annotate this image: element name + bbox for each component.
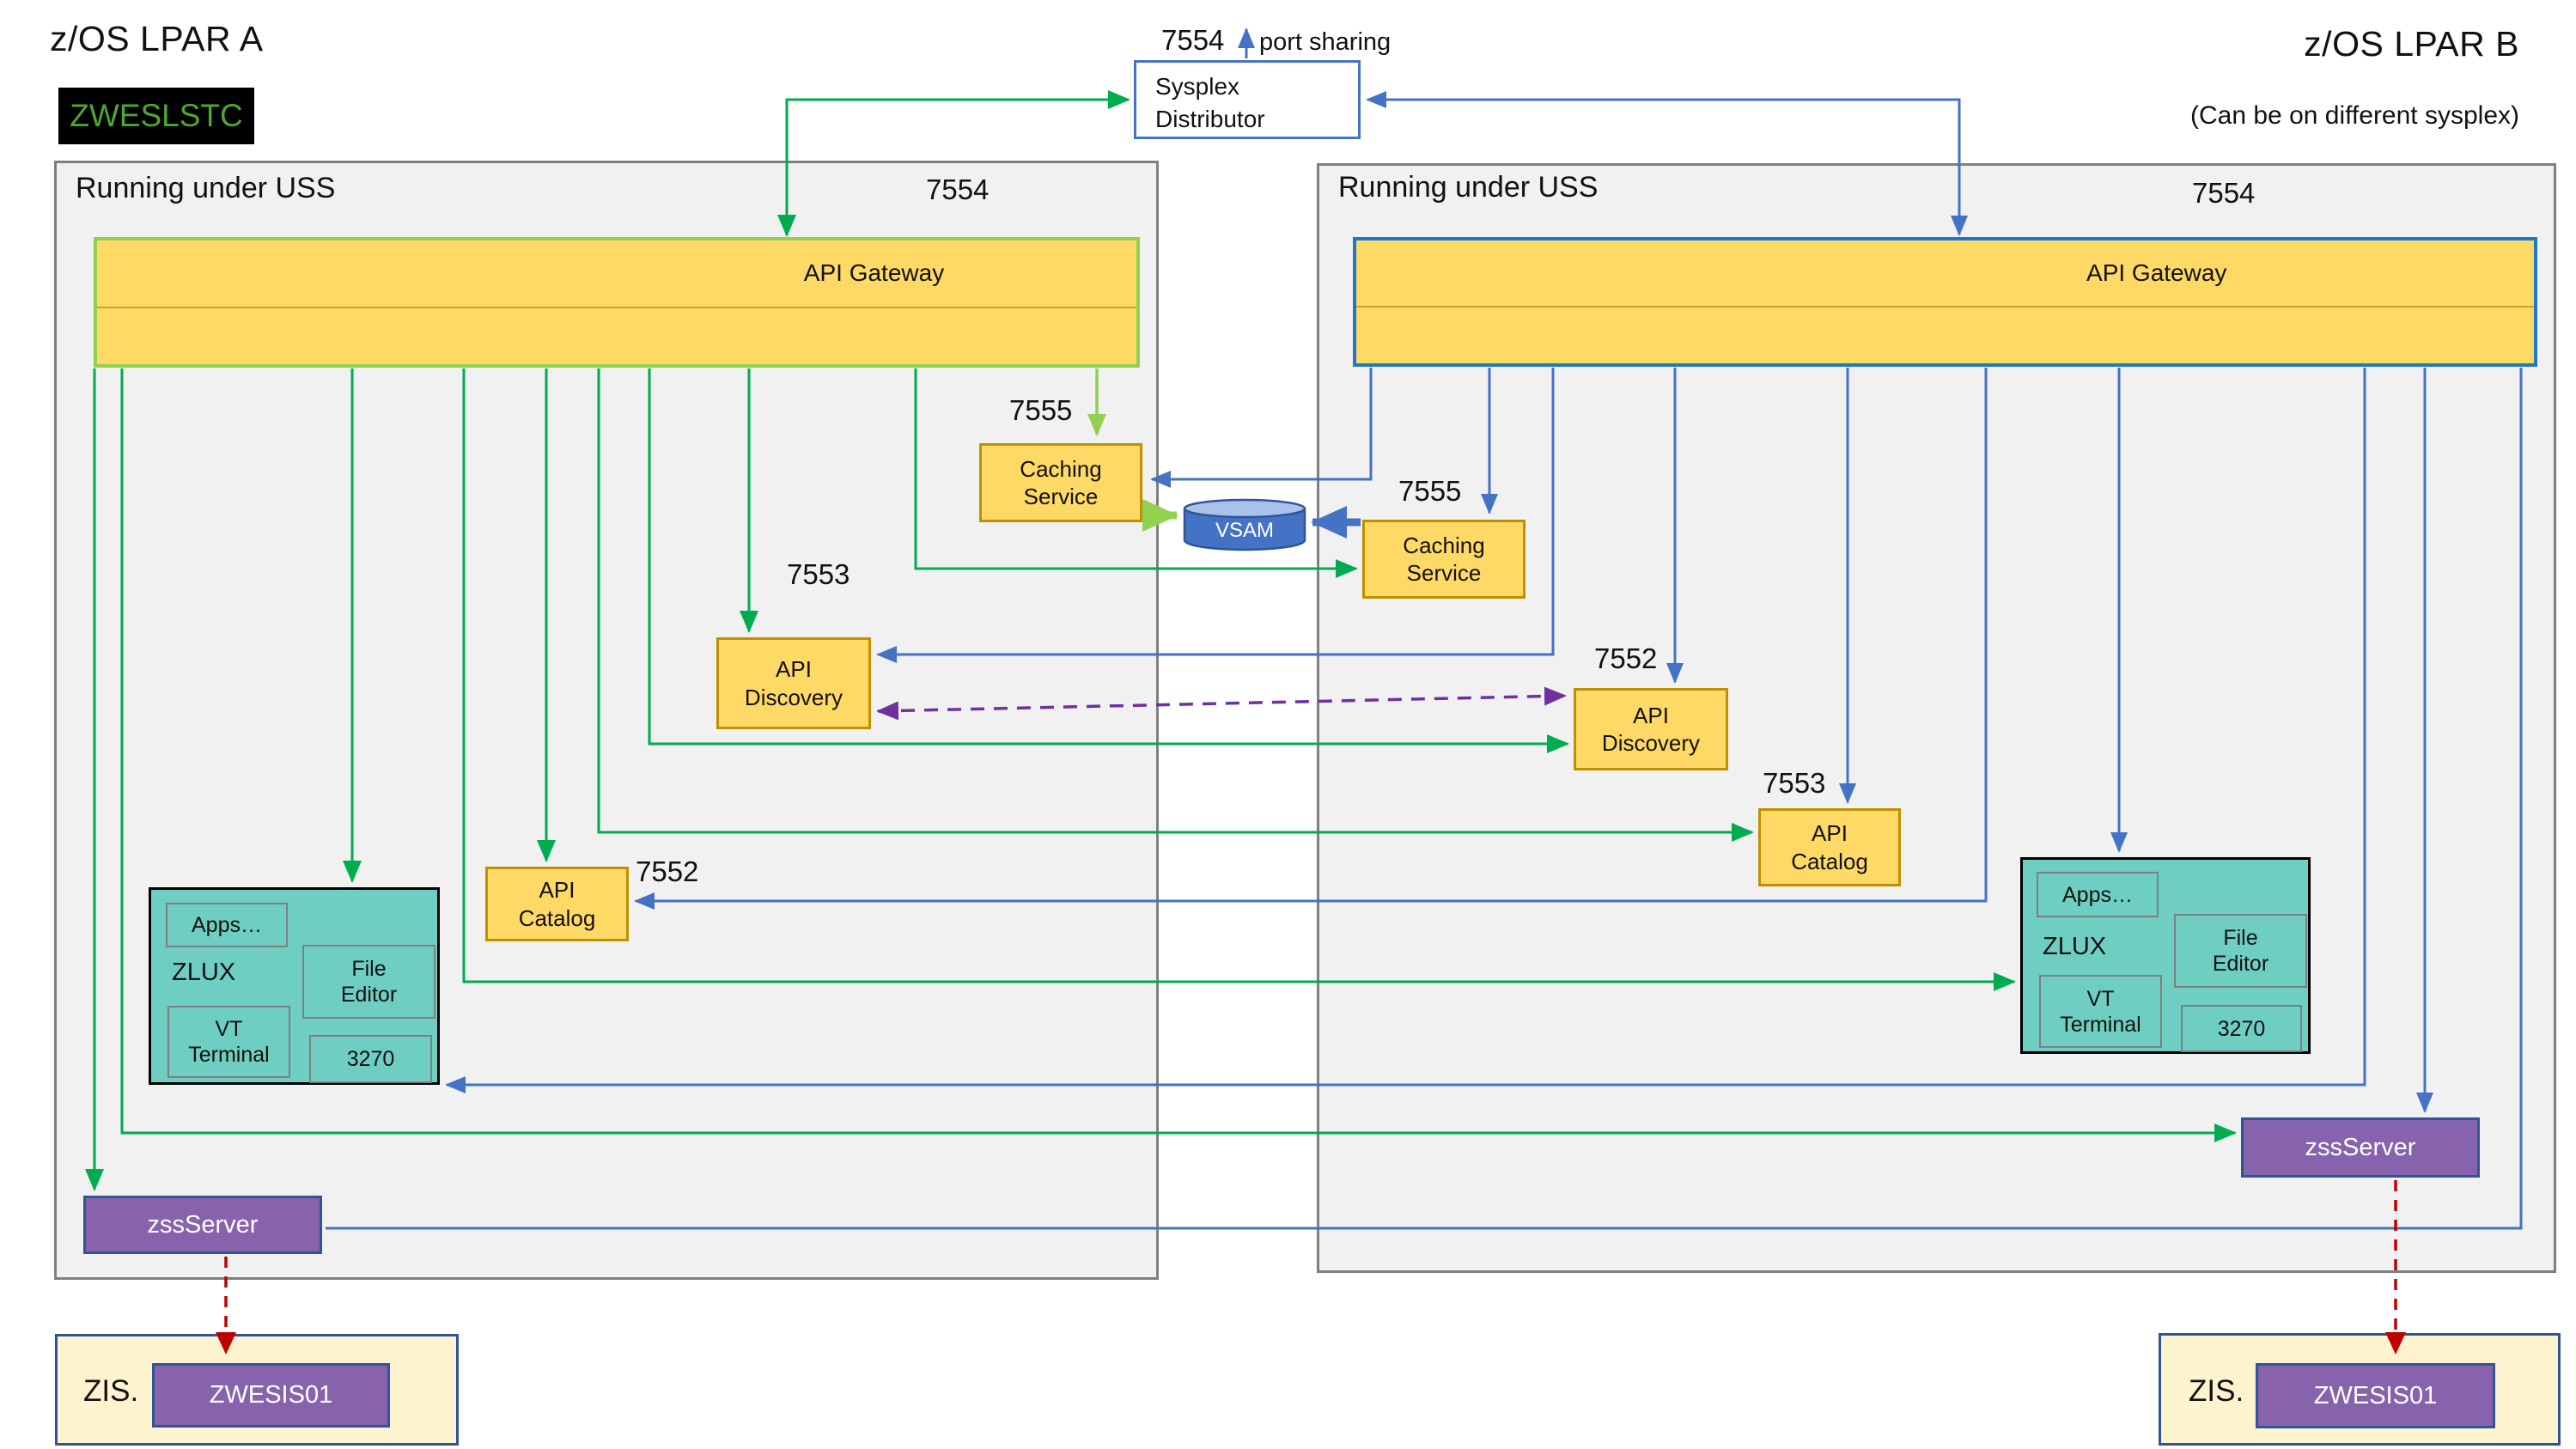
sysplex-port: 7554 [1161, 24, 1225, 56]
sysplex-distributor-label: Sysplex Distributor [1155, 73, 1265, 132]
discovery-b-port: 7552 [1594, 642, 1658, 674]
lpar-a-gateway-port: 7554 [926, 174, 990, 205]
zlux-a-vt-terminal-label: VT Terminal [188, 1017, 270, 1067]
zss-a-label: zssServer [147, 1210, 259, 1239]
lpar-b-caching-service: Caching Service [1362, 520, 1526, 599]
zis-a-label: ZIS. [83, 1374, 139, 1408]
lpar-a-api-catalog: API Catalog [485, 867, 629, 941]
zlux-b-vt-terminal: VT Terminal [2039, 975, 2162, 1048]
lpar-a-caching-service: Caching Service [979, 443, 1142, 522]
zlux-b-file-editor-label: File Editor [2212, 926, 2269, 976]
zlux-b-label: ZLUX [2043, 933, 2107, 960]
lpar-b-gateway-port: 7554 [2192, 177, 2256, 209]
lpar-b-zwesis01: ZWESIS01 [2256, 1363, 2495, 1428]
caching-b-label: Caching Service [1403, 532, 1485, 587]
caching-a-port: 7555 [1009, 394, 1073, 426]
catalog-b-port: 7553 [1763, 767, 1826, 799]
lpar-b-api-gateway: API Gateway [1353, 237, 2537, 367]
zlux-a-vt-terminal: VT Terminal [167, 1006, 290, 1078]
vsam-label: VSAM [1215, 519, 1274, 542]
lpar-a-api-discovery: API Discovery [716, 637, 871, 729]
zlux-a-file-editor-label: File Editor [340, 957, 398, 1007]
zss-b-label: zssServer [2305, 1133, 2416, 1161]
zlux-b-apps-label: Apps… [2062, 882, 2133, 907]
lpar-a-uss-label: Running under USS [76, 172, 336, 204]
lpar-b-zssserver: zssServer [2241, 1117, 2480, 1178]
zlux-b-file-editor: File Editor [2174, 914, 2307, 988]
zlux-a-file-editor: File Editor [302, 945, 435, 1019]
zlux-a-apps-label: Apps… [192, 913, 262, 937]
lpar-a-zssserver: zssServer [83, 1196, 322, 1254]
port-sharing-note: port sharing [1259, 28, 1392, 56]
discovery-a-label: API Discovery [744, 656, 843, 710]
zlux-a-label: ZLUX [172, 959, 236, 986]
gateway-a-label: API Gateway [803, 259, 945, 286]
gateway-b-label: API Gateway [2086, 259, 2227, 286]
gateway-a-divider [97, 307, 1136, 308]
lpar-b-title: z/OS LPAR B [2304, 24, 2519, 64]
catalog-b-label: API Catalog [1791, 820, 1868, 874]
zlux-a-3270-label: 3270 [346, 1047, 395, 1071]
gateway-b-divider [1356, 306, 2534, 307]
lpar-b-api-discovery: API Discovery [1574, 688, 1728, 770]
catalog-a-port: 7552 [636, 855, 699, 887]
zis-b-label: ZIS. [2189, 1374, 2244, 1408]
sysplex-distributor-box: Sysplex Distributor [1134, 60, 1361, 139]
discovery-b-label: API Discovery [1601, 702, 1701, 757]
lpar-b-zis-box: ZIS. ZWESIS01 [2159, 1333, 2561, 1446]
zlux-b-vt-terminal-label: VT Terminal [2060, 986, 2141, 1037]
lpar-a-zis-box: ZIS. ZWESIS01 [55, 1334, 459, 1446]
vsam-datastore: VSAM [1181, 498, 1308, 553]
lpar-a-zlux-box: Apps… ZLUX File Editor VT Terminal 3270 [149, 887, 440, 1085]
lpar-a-api-gateway: API Gateway [94, 237, 1140, 368]
zweslstc-badge: ZWESLSTC [58, 88, 254, 144]
zlux-a-apps: Apps… [166, 903, 288, 947]
zlux-a-3270: 3270 [309, 1035, 432, 1083]
discovery-a-port: 7553 [787, 558, 850, 590]
lpar-a-zwesis01: ZWESIS01 [152, 1363, 390, 1428]
zlux-b-apps: Apps… [2037, 872, 2159, 917]
lpar-b-subtitle: (Can be on different sysplex) [2190, 101, 2519, 130]
caching-b-port: 7555 [1398, 475, 1462, 507]
catalog-a-label: API Catalog [518, 877, 596, 931]
lpar-b-uss-label: Running under USS [1338, 171, 1599, 204]
lpar-b-api-catalog: API Catalog [1758, 808, 1901, 886]
lpar-b-zlux-box: Apps… ZLUX File Editor VT Terminal 3270 [2020, 857, 2311, 1054]
zlux-b-3270-label: 3270 [2217, 1016, 2266, 1041]
zwesis01-b-label: ZWESIS01 [2313, 1381, 2438, 1409]
zlux-b-3270: 3270 [2181, 1005, 2302, 1052]
caching-a-label: Caching Service [1020, 455, 1102, 510]
lpar-a-title: z/OS LPAR A [50, 19, 264, 58]
zwesis01-a-label: ZWESIS01 [209, 1381, 333, 1409]
